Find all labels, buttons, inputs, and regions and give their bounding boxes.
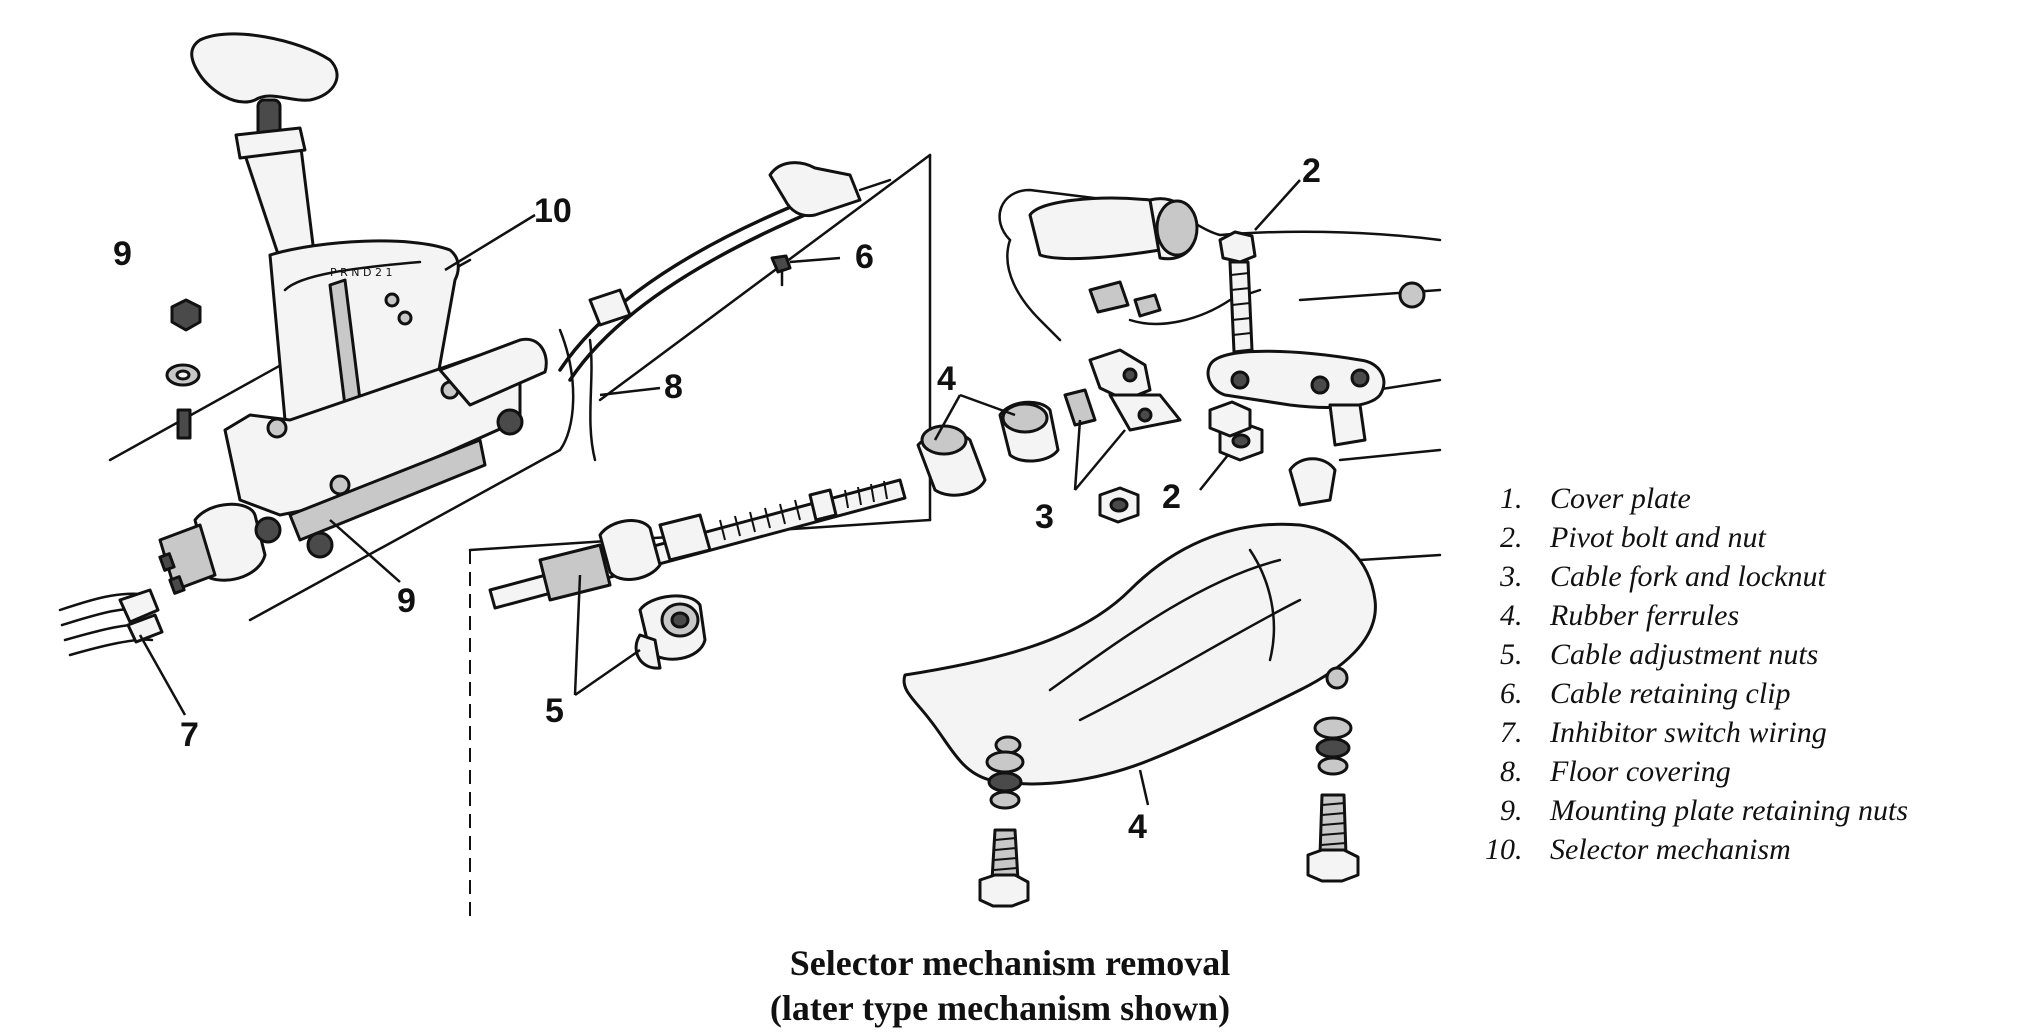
legend-num: 2. [1500,521,1523,554]
callout-3: 3 [1035,498,1054,536]
caption: Selector mechanism removal (later type m… [770,943,1230,1028]
legend-text: Rubber ferrules [1549,599,1739,632]
legend-num: 10. [1485,833,1523,866]
linkage-drawing [902,188,1442,908]
callout-9-top: 9 [113,235,132,273]
legend-num: 8. [1500,755,1523,788]
caption-subtitle: (later type mechanism shown) [770,988,1230,1028]
legend-text: Mounting plate retaining nuts [1549,794,1908,827]
legend-num: 6. [1500,677,1523,710]
caption-title: Selector mechanism removal [790,943,1231,983]
legend-item: 8. Floor covering [1500,755,1731,788]
legend-item: 9. Mounting plate retaining nuts [1500,794,1908,827]
legend-item: 2. Pivot bolt and nut [1500,521,1766,554]
cable-drawing [468,153,987,920]
callout-4-top: 4 [937,360,956,398]
legend-item: 10. Selector mechanism [1485,833,1791,866]
selector-mechanism-drawing: P R N D 2 1 [58,32,575,657]
legend-item: 3. Cable fork and locknut [1499,560,1826,593]
callout-6: 6 [855,238,874,276]
legend-item: 7. Inhibitor switch wiring [1500,716,1827,749]
legend: 1. Cover plate 2. Pivot bolt and nut 3. … [1485,482,1908,866]
legend-num: 7. [1500,716,1523,749]
legend-text: Cable adjustment nuts [1550,638,1818,671]
callout-9-bottom: 9 [397,582,416,620]
legend-text: Floor covering [1549,755,1731,788]
legend-text: Pivot bolt and nut [1549,521,1766,554]
legend-num: 5. [1500,638,1523,671]
legend-num: 4. [1500,599,1523,632]
callout-10: 10 [534,192,572,230]
legend-text: Inhibitor switch wiring [1549,716,1827,749]
callout-2-mid: 2 [1162,478,1181,516]
svg-text:P R N D 2 1: P R N D 2 1 [330,266,392,279]
legend-text: Selector mechanism [1550,833,1791,866]
legend-item: 4. Rubber ferrules [1500,599,1739,632]
callout-7: 7 [180,716,199,754]
callout-5: 5 [545,692,564,730]
legend-text: Cable retaining clip [1550,677,1791,710]
legend-item: 5. Cable adjustment nuts [1500,638,1818,671]
legend-text: Cable fork and locknut [1550,560,1826,593]
leader-lines [138,179,1301,806]
callout-numbers: 10 9 6 8 9 7 5 4 3 2 2 4 [113,152,1321,846]
legend-item: 1. Cover plate [1500,482,1691,515]
callout-2-top: 2 [1302,152,1321,190]
legend-text: Cover plate [1550,482,1691,515]
legend-num: 3. [1499,560,1523,593]
callout-4-bottom: 4 [1128,808,1147,846]
legend-num: 1. [1500,482,1523,515]
legend-num: 9. [1500,794,1523,827]
legend-item: 6. Cable retaining clip [1500,677,1791,710]
callout-8: 8 [664,368,683,406]
